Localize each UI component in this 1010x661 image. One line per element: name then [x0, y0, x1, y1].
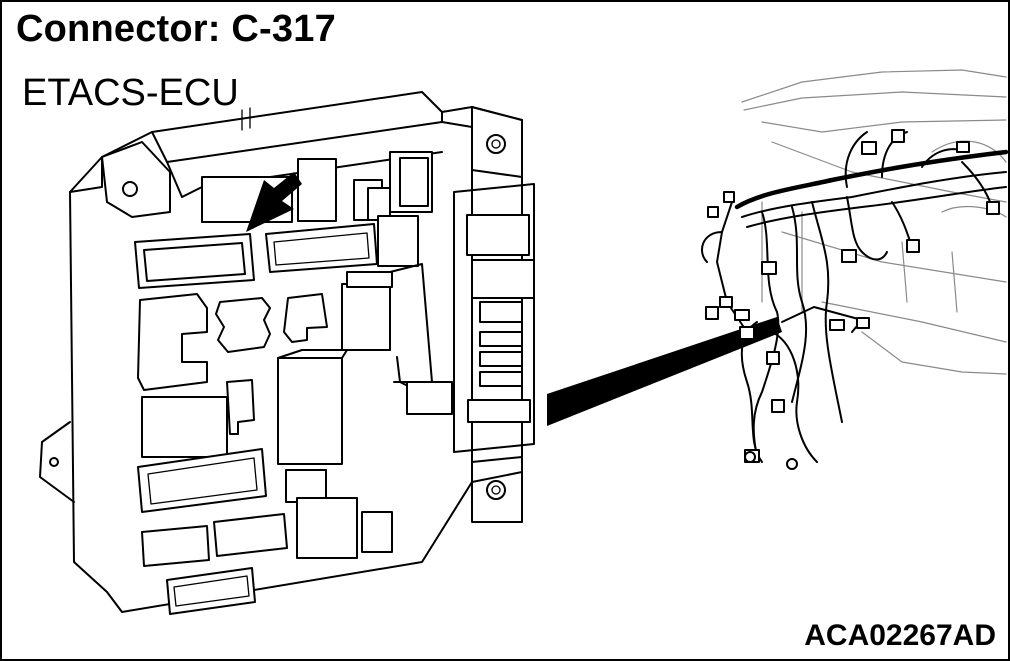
- connector-block-row-2: [265, 215, 419, 273]
- figure-code: ACA02267AD: [804, 619, 996, 652]
- connector-block-row-4: [137, 379, 327, 513]
- component-label: ETACS-ECU: [22, 72, 239, 114]
- dashboard-harness-view: [701, 69, 1008, 470]
- connector-title: Connector: C-317: [16, 8, 336, 50]
- arrow-icon: [246, 172, 302, 232]
- connector-block-row-3: [137, 293, 328, 391]
- relay-stack: [277, 263, 433, 465]
- connector-c-317: [134, 233, 255, 289]
- connector-block-row-5: [141, 497, 393, 615]
- fuse-strip: [396, 183, 535, 453]
- callout-wedge: [547, 317, 782, 426]
